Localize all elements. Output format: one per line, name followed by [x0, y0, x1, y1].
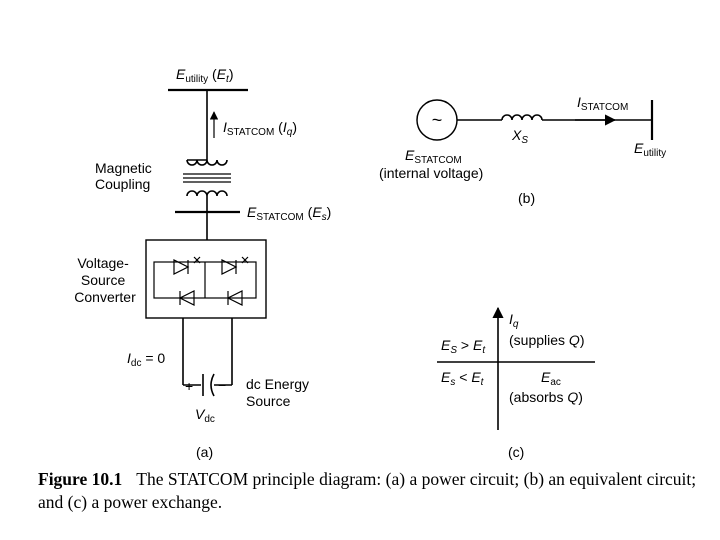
- plus-sign: +: [185, 378, 193, 394]
- capacitor-icon: [202, 373, 215, 397]
- e-utility-label: Eutility (Et): [176, 66, 234, 85]
- eac-axis-label: Eac: [541, 369, 561, 388]
- dc-energy-source-label: dc Energy Source: [246, 376, 313, 409]
- vdc-label: Vdc: [195, 406, 215, 425]
- figure-number: Figure 10.1: [38, 469, 123, 489]
- supplies-q-label: (supplies Q): [509, 332, 584, 348]
- magnetic-coupling-label: Magnetic Coupling: [95, 160, 156, 192]
- ac-source-symbol: ~: [432, 110, 443, 130]
- diode-icon: [178, 290, 243, 306]
- vsc-box: [145, 239, 267, 319]
- thyristor-icon: [173, 256, 249, 275]
- panel-c-power-exchange: Iq (supplies Q) ES > Et Es < Et Eac (abs…: [437, 306, 595, 460]
- xs-label: XS: [511, 127, 528, 146]
- panel-a-power-circuit: Eutility (Et) ISTATCOM (Iq) Magnetic Cou…: [74, 66, 331, 460]
- i-statcom-b-label: ISTATCOM: [577, 94, 628, 113]
- panel-c-label: (c): [508, 444, 524, 460]
- e-utility-b-label: Eutility: [634, 140, 666, 159]
- i-statcom-label: ISTATCOM (Iq): [223, 119, 297, 138]
- caption-text: The STATCOM principle diagram: (a) a pow…: [38, 469, 697, 512]
- es-greater-label: ES > Et: [441, 337, 486, 356]
- internal-voltage-label: (internal voltage): [379, 165, 483, 181]
- panel-a-label: (a): [196, 444, 213, 460]
- panel-b-equivalent-circuit: ~ ISTATCOM XS ESTATCOM (internal voltage…: [379, 94, 666, 206]
- e-statcom-b-label: ESTATCOM: [405, 147, 462, 166]
- idc-label: Idc = 0: [127, 350, 165, 369]
- es-less-label: Es < Et: [441, 369, 485, 388]
- iq-axis-label: Iq: [509, 311, 519, 330]
- e-statcom-label: ESTATCOM (Es): [247, 204, 331, 223]
- panel-b-label: (b): [518, 190, 535, 206]
- minus-sign: −: [218, 377, 226, 393]
- absorbs-q-label: (absorbs Q): [509, 389, 583, 405]
- transformer-icon: [183, 159, 231, 197]
- inductor-icon: [501, 114, 543, 121]
- vsc-label: Voltage- Source Converter: [74, 255, 136, 305]
